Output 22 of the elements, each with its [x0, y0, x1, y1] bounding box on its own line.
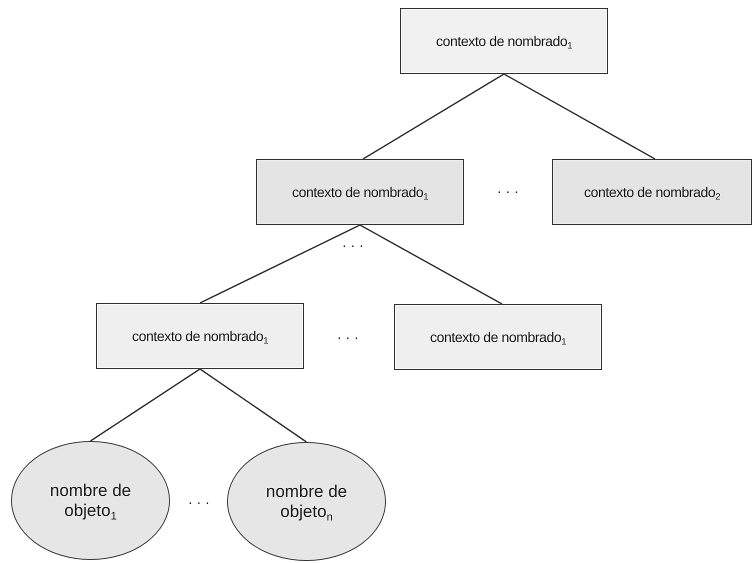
node-text: contexto de nombrado$_{1}$ — [132, 328, 268, 344]
ellipsis-mark: · · · — [188, 494, 210, 510]
node-text: contexto de nombrado$_{1}$ — [430, 329, 566, 345]
ellipsis-mark: · · · — [497, 183, 519, 199]
context-box — [394, 304, 602, 370]
connector-line — [200, 224, 360, 304]
node-text: contexto de nombrado$_{1}$ — [292, 184, 428, 200]
node-text: nombre de objeto$_{n}$ — [264, 482, 348, 522]
ellipsis-mark: · · · — [337, 329, 359, 345]
connector-line — [200, 368, 307, 443]
connector-line — [360, 224, 502, 305]
connector-line — [362, 73, 504, 160]
connector-line — [90, 368, 200, 442]
connector-line — [504, 73, 656, 160]
ellipsis-mark: · · · — [342, 237, 364, 253]
node-text: contexto de nombrado$_{2}$ — [584, 184, 720, 200]
context-box — [552, 159, 752, 225]
context-box — [400, 8, 608, 74]
context-box — [256, 159, 464, 225]
context-box — [96, 303, 304, 369]
node-text: nombre de objeto$_{1}$ — [48, 480, 132, 520]
node-text: contexto de nombrado$_{1}$ — [436, 33, 572, 49]
